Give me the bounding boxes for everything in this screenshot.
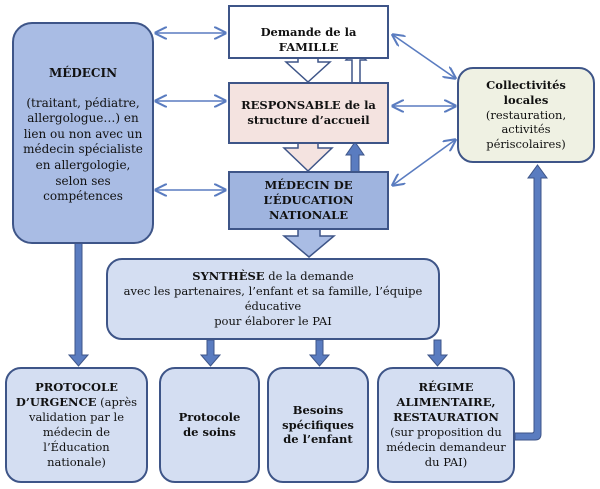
synthese-box: SYNTHÈSE de la demande avec les partenai…	[106, 258, 440, 340]
synthese-line2: avec les partenaires, l’enfant et sa fam…	[123, 284, 423, 313]
collectivites-box: Collectivités locales (restauration, act…	[457, 67, 595, 163]
demande-box: Demande de la FAMILLE	[228, 5, 389, 59]
link-collectivites-demande	[393, 35, 455, 78]
link-collectivites-en	[393, 140, 455, 185]
regime-box: RÉGIME ALIMENTAIRE, RESTAURATION (sur pr…	[377, 367, 515, 483]
collectivites-title: Collectivités locales	[486, 77, 566, 107]
soins-text: Protocole de soins	[178, 410, 241, 439]
synthese-bold: SYNTHÈSE	[192, 269, 265, 284]
arrow-en-to-synthese	[281, 228, 337, 258]
demande-text: Demande de la FAMILLE	[260, 25, 357, 54]
regime-text: (sur proposition du médecin demandeur du…	[386, 425, 506, 469]
medecin-box: MÉDECIN (traitant, pédiatre, allergologu…	[12, 22, 154, 244]
medecin-en-box: MÉDECIN DE L’ÉDUCATION NATIONALE	[228, 171, 389, 230]
arrow-synthese-to-soins	[199, 339, 222, 367]
medecin-title: MÉDECIN	[48, 66, 118, 80]
responsable-bold: RESPONSABLE	[241, 98, 341, 113]
medecin-en-text: MÉDECIN DE L’ÉDUCATION NATIONALE	[263, 178, 354, 222]
regime-title: RÉGIME ALIMENTAIRE, RESTAURATION	[393, 380, 499, 425]
medecin-text: (traitant, pédiatre, allergologue…) en l…	[23, 95, 143, 204]
responsable-label: RESPONSABLE de la structure d’accueil	[238, 98, 379, 128]
synthese-line3: pour élaborer le PAI	[214, 313, 332, 328]
soins-box: Protocole de soins	[159, 367, 260, 483]
urgence-box: PROTOCOLE D’URGENCE (après validation pa…	[5, 367, 148, 483]
besoins-text: Besoins spécifiques de l’enfant	[282, 402, 354, 447]
synthese-line1: SYNTHÈSE de la demande	[192, 269, 353, 284]
responsable-box: RESPONSABLE de la structure d’accueil	[228, 82, 389, 144]
urgence-text: (après validation par le médecin de l’Éd…	[28, 395, 138, 469]
arrow-en-to-responsable	[345, 141, 365, 174]
arrow-regime-to-collectivites	[514, 164, 548, 441]
arrow-demande-to-responsable	[284, 57, 332, 84]
arrow-synthese-to-besoins	[308, 339, 331, 367]
responsable-text: de la structure d’accueil	[247, 98, 376, 127]
synthese-line1-text: de la demande	[264, 269, 354, 284]
besoins-box: Besoins spécifiques de l’enfant	[267, 367, 369, 483]
urgence-label: PROTOCOLE D’URGENCE (après validation pa…	[15, 380, 138, 470]
arrow-responsable-to-en	[282, 142, 334, 173]
collectivites-text: (restauration, activités périscolaires)	[485, 107, 567, 152]
arrow-synthese-to-regime	[426, 339, 449, 367]
urgence-bold: PROTOCOLE D’URGENCE	[15, 380, 118, 410]
